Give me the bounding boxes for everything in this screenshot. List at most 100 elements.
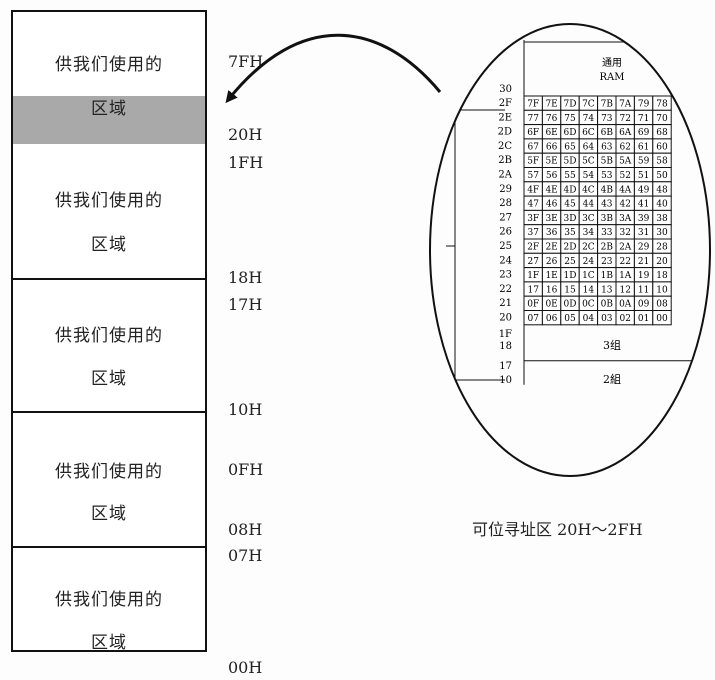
- bit-address: 3C: [582, 214, 595, 224]
- bit-address: 1D: [564, 271, 577, 281]
- bit-address: 18: [656, 271, 668, 281]
- row-label: 27: [499, 212, 512, 223]
- bit-address: 44: [583, 200, 595, 210]
- address-label: 7FH: [228, 52, 264, 71]
- zoom-circle: [429, 23, 711, 477]
- bit-address: 42: [619, 200, 630, 210]
- bit-address: 3F: [527, 214, 539, 224]
- row-label: 10: [499, 375, 512, 386]
- bit-address: 56: [546, 171, 558, 181]
- caption: 可位寻址区 20H～2FH: [472, 520, 643, 539]
- bit-address: 40: [656, 200, 668, 210]
- address-label: 1FH: [228, 153, 264, 172]
- bit-address: 5A: [619, 157, 632, 167]
- bit-address: 7A: [619, 100, 632, 110]
- row-label: 1F: [499, 329, 512, 340]
- row-label: 29: [499, 184, 512, 195]
- bit-address: 57: [527, 171, 539, 181]
- side-label-char: 址: [420, 224, 430, 237]
- bit-address: 6E: [545, 128, 557, 138]
- bit-address: 46: [546, 200, 558, 210]
- block-label-line1: 供我们使用的: [55, 590, 163, 610]
- bit-address: 74: [583, 114, 595, 124]
- memory-block-1: 供我们使用的 区域: [13, 12, 205, 144]
- bit-address: 08: [656, 300, 668, 310]
- bit-address: 34: [583, 228, 595, 238]
- row-label: 30: [499, 84, 512, 95]
- bit-address: 4B: [601, 185, 614, 195]
- bit-address: 14: [583, 285, 595, 295]
- row-label: 18: [499, 341, 512, 352]
- bit-address: 3A: [619, 214, 632, 224]
- bit-address: 30: [656, 228, 668, 238]
- ram-label: RAM: [600, 72, 625, 83]
- address-label: 10H: [228, 400, 263, 419]
- bit-address: 5B: [601, 157, 614, 167]
- bit-address: 07: [527, 314, 539, 324]
- address-label: 18H: [228, 268, 263, 287]
- bit-address: 21: [638, 257, 649, 267]
- row-label: 17: [499, 361, 512, 372]
- bit-address: 70: [656, 114, 668, 124]
- bit-address: 43: [601, 200, 613, 210]
- bit-address: 66: [546, 142, 558, 152]
- row-label: 2D: [498, 127, 512, 138]
- memory-block-3: 供我们使用的 区域: [13, 280, 205, 413]
- memory-stack: 供我们使用的 区域 供我们使用的 区域 供我们使用的 区域 供我们使用的 区域 …: [11, 10, 207, 653]
- group2-label: 2組: [603, 373, 621, 386]
- block-label-line2: 区域: [91, 99, 127, 119]
- bit-address: 00: [656, 314, 668, 324]
- bit-address: 0C: [582, 300, 595, 310]
- memory-block-2: 供我们使用的 区域: [13, 144, 205, 280]
- bit-address: 28: [656, 243, 668, 253]
- bit-address: 23: [601, 257, 613, 267]
- bit-address: 49: [638, 185, 650, 195]
- bit-address: 33: [601, 228, 613, 238]
- bit-address: 0D: [564, 300, 577, 310]
- ram-label: 通用: [602, 57, 622, 69]
- block-label-line1: 供我们使用的: [55, 191, 163, 211]
- bit-address: 7C: [582, 100, 595, 110]
- bit-address: 2B: [601, 243, 614, 253]
- bit-address: 20: [656, 257, 668, 267]
- bit-address: 02: [619, 314, 630, 324]
- bit-address: 6C: [582, 128, 595, 138]
- bit-address: 77: [527, 114, 539, 124]
- bit-address: 72: [619, 114, 630, 124]
- block-label-line1: 供我们使用的: [55, 462, 163, 482]
- bit-address: 2F: [527, 243, 539, 253]
- bit-address: 5F: [527, 157, 539, 167]
- bit-address: 7F: [527, 100, 539, 110]
- block-label-line2: 区域: [91, 633, 127, 653]
- bit-address: 24: [583, 257, 595, 267]
- bit-address: 5D: [564, 157, 577, 167]
- bit-address: 51: [638, 171, 649, 181]
- bit-address: 32: [619, 228, 630, 238]
- bit-address: 31: [638, 228, 649, 238]
- row-label: 2F: [499, 98, 512, 109]
- bit-address: 39: [638, 214, 650, 224]
- row-label: 25: [499, 241, 512, 252]
- bit-address: 06: [546, 314, 558, 324]
- bit-address: 03: [601, 314, 613, 324]
- bit-address: 26: [546, 257, 558, 267]
- bit-address: 67: [527, 142, 539, 152]
- bit-address: 2C: [582, 243, 595, 253]
- bit-address: 54: [583, 171, 595, 181]
- block-label-line1: 供我们使用的: [55, 55, 163, 75]
- side-label-char: 可: [420, 200, 430, 211]
- bit-address: 69: [638, 128, 650, 138]
- bit-address: 0F: [527, 300, 539, 310]
- row-label: 2A: [498, 170, 512, 181]
- bit-address: 4D: [564, 185, 577, 195]
- bit-address: 05: [564, 314, 576, 324]
- bit-address: 6A: [619, 128, 632, 138]
- row-label: 21: [499, 298, 512, 309]
- bit-address: 15: [564, 285, 576, 295]
- bit-address: 41: [638, 200, 649, 210]
- memory-block-4: 供我们使用的 区域: [13, 413, 205, 548]
- address-label: 0FH: [228, 460, 264, 479]
- bit-address: 2D: [564, 243, 577, 253]
- address-label: 07H: [228, 546, 263, 565]
